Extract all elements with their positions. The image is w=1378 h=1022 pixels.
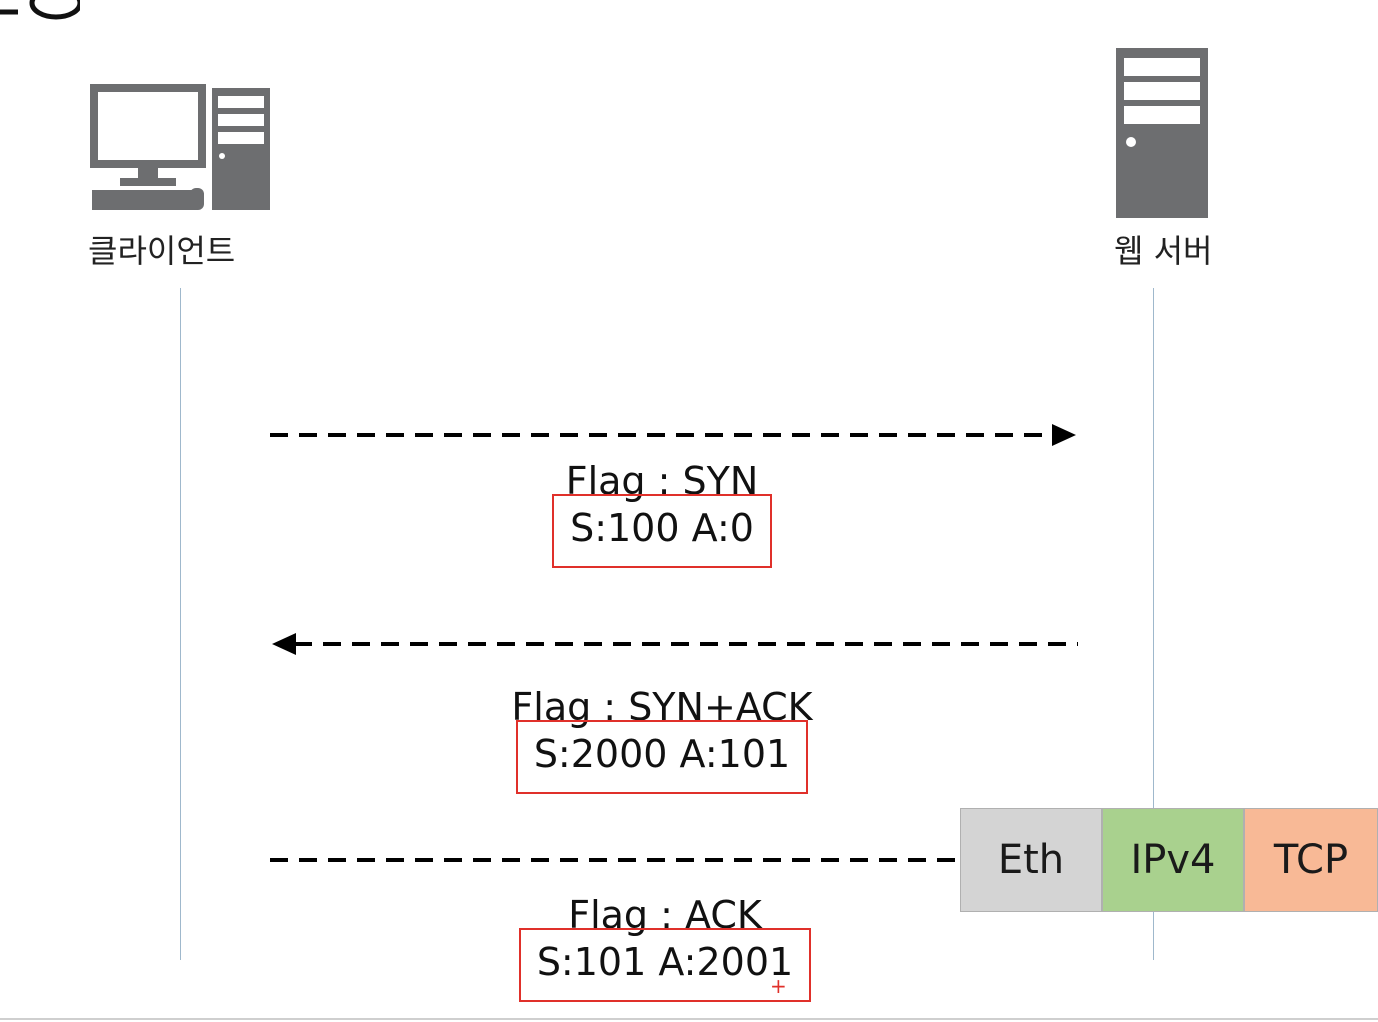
client-lifeline (180, 288, 181, 960)
packet-headers: Eth IPv4 TCP (960, 808, 1378, 914)
syn-message: Flag : SYN S:100 A:0 (512, 460, 812, 568)
cursor-crosshair-icon: + (770, 974, 787, 998)
client-label: 클라이언트 (88, 232, 236, 270)
syn-ack-seq-box: S:2000 A:101 (515, 720, 809, 794)
ack-message: Flag : ACK S:101 A:2001 (500, 894, 830, 1002)
packet-segment-tcp: TCP (1244, 808, 1378, 912)
syn-arrow (270, 424, 1076, 446)
server-lifeline (1153, 288, 1154, 960)
packet-segment-ipv4: IPv4 (1102, 808, 1244, 912)
packet-segment-eth-label: Eth (997, 837, 1065, 883)
ack-seq-box: S:101 A:2001 (518, 928, 812, 1002)
packet-segment-tcp-label: TCP (1273, 837, 1349, 883)
ack-arrow (270, 858, 960, 862)
bottom-divider (0, 1018, 1378, 1020)
syn-ack-message: Flag : SYN+ACK S:2000 A:101 (482, 686, 842, 794)
server-label: 웹 서버 (1114, 232, 1213, 270)
packet-segment-eth: Eth (960, 808, 1102, 912)
syn-ack-arrow (272, 633, 1078, 655)
syn-seq-box: S:100 A:0 (552, 494, 772, 568)
server-tower-icon (1114, 46, 1210, 220)
desktop-computer-icon (88, 82, 272, 214)
packet-segment-ipv4-label: IPv4 (1130, 837, 1216, 883)
cropped-title-fragment (0, 0, 80, 22)
